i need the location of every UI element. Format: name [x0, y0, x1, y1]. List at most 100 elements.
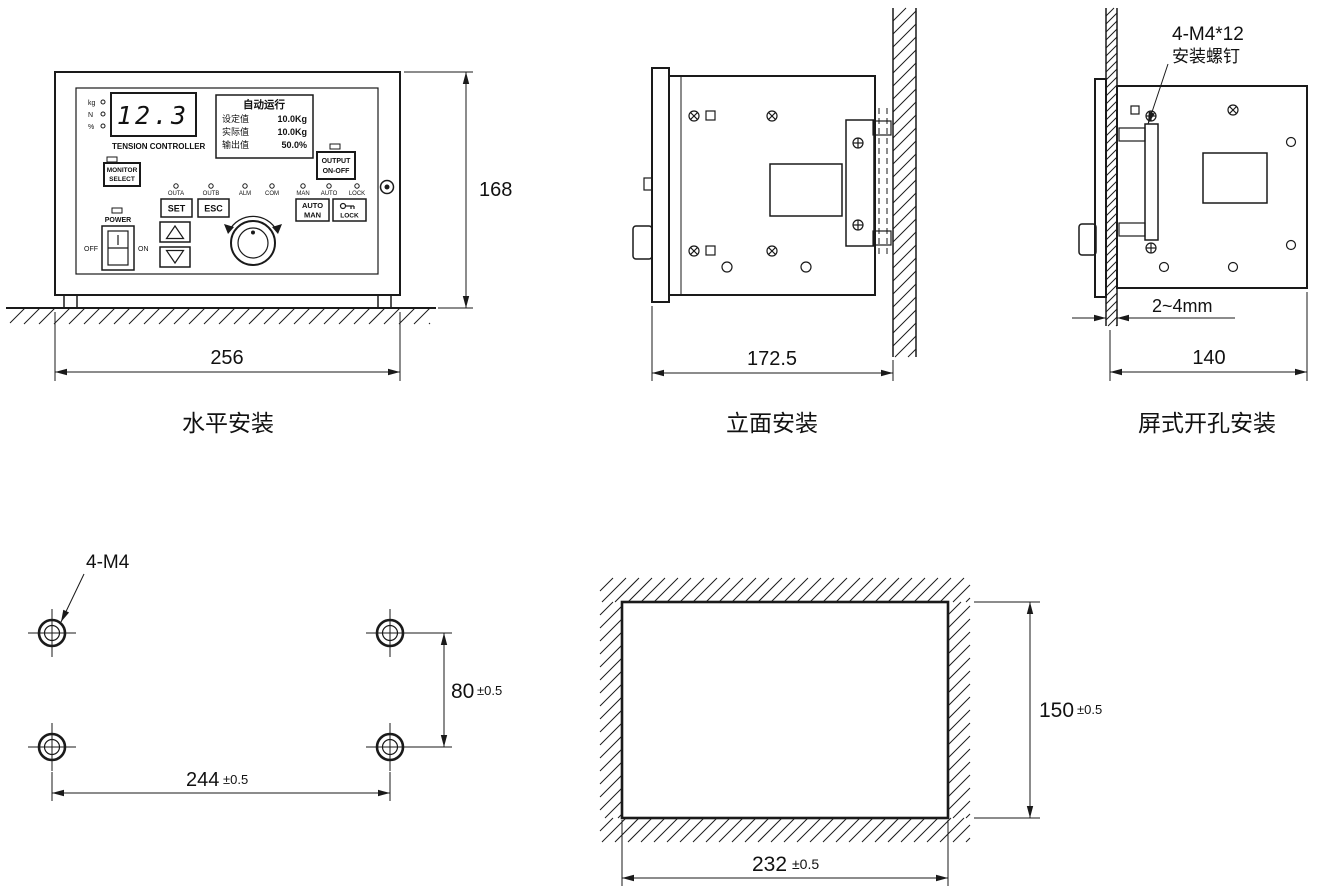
cutout-hatch-left: [599, 601, 623, 819]
auto-man-button: [295, 198, 330, 222]
esc-button: [197, 198, 230, 218]
bracket-hook-bottom: [872, 230, 892, 246]
panel-screw: [379, 179, 395, 195]
caption-vertical-mount: 立面安装: [726, 410, 818, 436]
lcd-row-label-2: 输出值: [222, 139, 249, 150]
monitor-button-line2: SELECT: [109, 176, 135, 183]
clamp-hook-top: [1118, 127, 1146, 142]
rotation-arrow: [228, 215, 278, 232]
lcd-row-value-1: 10.0Kg: [277, 127, 307, 137]
hole-note-leader: [60, 573, 85, 623]
ground-hatch: [9, 307, 431, 325]
led-alm: [242, 183, 248, 189]
dim-232-group: [621, 820, 949, 886]
power-on-label: ON: [138, 246, 149, 253]
display-value: 12.3: [117, 101, 189, 130]
dim-140: 140: [1192, 347, 1225, 369]
led-label-outa: OUTA: [168, 191, 184, 197]
led-label-alm: ALM: [239, 191, 251, 197]
led-outb: [208, 183, 214, 189]
cutout-drawing: 150 ±0.5 232 ±0.5: [599, 577, 1102, 886]
power-off-label: OFF: [84, 246, 98, 253]
panel-chassis-screws: [1130, 104, 1297, 273]
side-view: 172.5 立面安装: [632, 7, 917, 436]
dim-172: 172.5: [747, 348, 797, 370]
side-wall-hatch: [892, 7, 917, 358]
dim-168: 168: [479, 179, 512, 201]
front-view: kg N % 12.3 TENSION CONTROLLER 自动运行 设定值 …: [6, 71, 512, 436]
dim-thickness-group: [1072, 314, 1235, 322]
cutout-hatch-bottom: [599, 817, 971, 843]
lcd-row-value-0: 10.0Kg: [277, 114, 307, 124]
unit-n-label: N: [88, 112, 93, 119]
side-front-bezel: [651, 67, 670, 303]
led-outa: [173, 183, 179, 189]
led-com: [269, 183, 275, 189]
caption-horizontal-mount: 水平安装: [182, 410, 274, 436]
dim-168-group: [404, 71, 473, 309]
mounting-hole-bl: [28, 723, 76, 771]
monitor-button-line1: MONITOR: [107, 167, 138, 174]
side-vent-cutout: [769, 163, 843, 217]
power-switch: POWER OFF ON: [84, 207, 149, 271]
down-arrow-button: [159, 246, 191, 268]
chassis-screws: [688, 110, 812, 273]
dim-80-tol: ±0.5: [477, 683, 502, 698]
clamp-hook-bottom: [1118, 222, 1146, 237]
power-switch-frame: [101, 225, 135, 271]
cutout-hole: [620, 600, 950, 820]
lcd-frame: [215, 94, 314, 159]
cutout-hatch-top: [599, 577, 971, 603]
seven-segment-display: [110, 92, 197, 137]
mounting-hole-br: [366, 723, 414, 771]
panel-mount-view: 4-M4*12 安装螺钉 2~4mm 140 屏式开孔安装: [1072, 7, 1308, 436]
screw-note-leader: [1147, 63, 1169, 125]
lcd-title: 自动运行: [243, 98, 285, 111]
unit-indicators: kg N %: [88, 99, 106, 131]
power-led: [111, 207, 123, 214]
power-label: POWER: [105, 217, 131, 224]
dim-80-group: [414, 632, 452, 748]
unit-kg-led: [100, 99, 106, 105]
up-arrow-button: [159, 221, 191, 243]
bracket-screw-top: [852, 137, 864, 149]
side-body: [668, 75, 876, 296]
dim-232-value: 232: [752, 853, 787, 876]
panel-wall: [1105, 7, 1118, 327]
unit-percent-label: %: [88, 124, 94, 131]
panel-body: [1116, 85, 1308, 289]
monitor-select-button: [103, 162, 141, 187]
rotary-knob: [224, 215, 282, 266]
led-label-outb: OUTB: [203, 191, 220, 197]
led-label-auto: AUTO: [321, 191, 338, 197]
led-label-man: MAN: [296, 191, 309, 197]
led-man: [300, 183, 306, 189]
status-led-row: OUTA OUTB ALM COM MAN AUTO LOCK: [168, 183, 365, 197]
side-wall: [892, 7, 917, 358]
led-label-com: COM: [265, 191, 279, 197]
dim-140-group: [1109, 292, 1308, 381]
panel-knob: [1078, 223, 1097, 256]
cutout-hatch-right: [947, 601, 971, 819]
lock-button-label: LOCK: [340, 213, 359, 220]
bracket-hook-top: [872, 120, 892, 136]
mounting-bracket: [845, 108, 892, 258]
panel-wall-hatch: [1105, 7, 1118, 327]
side-button-nub: [643, 177, 653, 191]
lcd-screen: 自动运行 设定值 10.0Kg 实际值 10.0Kg 输出值 50.0%: [215, 94, 314, 159]
output-onoff-button: [316, 151, 356, 180]
panel-clamp: [1118, 110, 1159, 254]
monitor-led: [106, 156, 118, 163]
lock-button: [332, 198, 367, 222]
device-outline: [54, 71, 401, 296]
dim-232-tol: ±0.5: [792, 856, 819, 872]
brand-label: TENSION CONTROLLER: [112, 142, 206, 151]
led-label-lock: LOCK: [349, 191, 365, 197]
bracket-screw-bottom: [852, 219, 864, 231]
front-panel: [75, 87, 379, 275]
screw-note-line2: 安装螺钉: [1172, 47, 1240, 66]
dim-172-group: [651, 306, 894, 381]
dim-150-value: 150: [1039, 699, 1074, 722]
dim-thickness: 2~4mm: [1152, 296, 1213, 316]
